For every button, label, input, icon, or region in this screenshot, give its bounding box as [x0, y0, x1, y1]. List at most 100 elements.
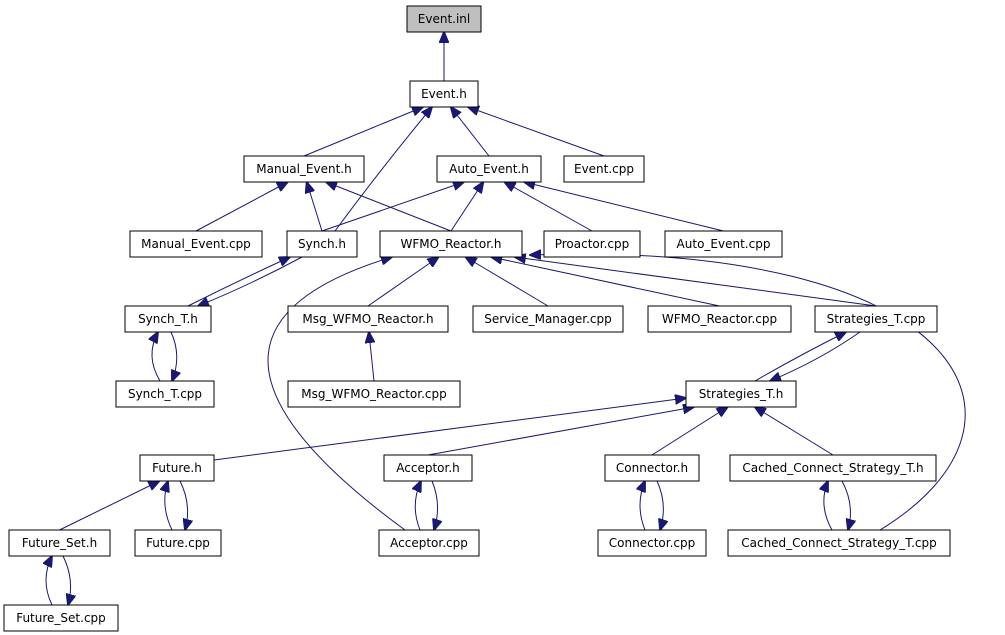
node-msg-wfmo-reactor-cpp[interactable]: Msg_WFMO_Reactor.cpp: [287, 380, 461, 408]
node-synch-t-cpp[interactable]: Synch_T.cpp: [115, 380, 215, 408]
node-label: Synch_T.cpp: [128, 387, 202, 401]
node-label: Connector.h: [616, 461, 688, 475]
node-box: [647, 305, 792, 333]
node-box: [664, 230, 783, 258]
node-label: Future.h: [152, 461, 202, 475]
node-box: [124, 305, 212, 333]
node-label: Connector.cpp: [609, 536, 695, 550]
node-label: Synch_T.h: [138, 312, 198, 326]
node-label: Future_Set.cpp: [16, 611, 106, 625]
node-event-cpp[interactable]: Event.cpp: [563, 155, 645, 183]
node-cached-connect-strategy-t-cpp[interactable]: Cached_Connect_Strategy_T.cpp: [727, 529, 951, 557]
node-label: Synch.h: [298, 237, 346, 251]
node-acceptor-h[interactable]: Acceptor.h: [383, 454, 473, 482]
node-synch-h[interactable]: Synch.h: [286, 230, 358, 258]
node-label: Auto_Event.h: [449, 162, 529, 176]
node-msg-wfmo-reactor-h[interactable]: Msg_WFMO_Reactor.h: [287, 305, 449, 333]
edge-future-h-to-future-cpp: [179, 480, 188, 530]
edge-connector-h-to-connector-cpp: [656, 480, 663, 530]
node-box: [3, 604, 119, 632]
edge-strategies-t-h-to-strategies-t-cpp: [754, 332, 846, 382]
edge-strategies-t-cpp-to-strategies-t-h: [770, 331, 861, 381]
node-service-manager-cpp[interactable]: Service_Manager.cpp: [472, 305, 624, 333]
node-label: Future_Set.h: [22, 536, 97, 550]
node-label: Auto_Event.cpp: [677, 237, 771, 251]
edge-future-h-to-strategies-t-h: [213, 398, 686, 461]
edge-acceptor-h-to-acceptor-cpp: [431, 480, 438, 530]
node-connector-cpp[interactable]: Connector.cpp: [597, 529, 707, 557]
edge-proactor-cpp-to-auto-event-h: [504, 182, 593, 232]
node-box: [436, 155, 542, 183]
node-label: WFMO_Reactor.h: [401, 237, 502, 251]
node-box: [286, 230, 358, 258]
node-connector-h[interactable]: Connector.h: [604, 454, 700, 482]
node-wfmo-reactor-cpp[interactable]: WFMO_Reactor.cpp: [647, 305, 792, 333]
node-future-set-h[interactable]: Future_Set.h: [8, 529, 111, 557]
edge-wfmo-reactor-h-to-auto-event-h: [450, 182, 483, 232]
edge-strategies-t-cpp-to-wfmo-reactor-h: [515, 257, 877, 307]
node-strategies-t-cpp[interactable]: Strategies_T.cpp: [814, 305, 938, 333]
edge-future-set-cpp-to-future-set-h: [46, 556, 52, 606]
edge-auto-event-cpp-to-auto-event-h: [524, 182, 724, 232]
node-box: [115, 380, 215, 408]
edge-cached-connect-strategy-t-cpp-to-wfmo-reactor-h: [530, 254, 966, 531]
node-box: [814, 305, 938, 333]
node-proactor-cpp[interactable]: Proactor.cpp: [543, 230, 641, 258]
node-manual-event-h[interactable]: Manual_Event.h: [243, 155, 365, 183]
node-auto-event-cpp[interactable]: Auto_Event.cpp: [664, 230, 783, 258]
node-box: [134, 529, 222, 557]
edge-synch-h-to-manual-event-h: [307, 182, 323, 232]
node-label: Msg_WFMO_Reactor.cpp: [301, 387, 446, 401]
edge-service-manager-cpp-to-wfmo-reactor-h: [466, 257, 549, 307]
node-event-inl[interactable]: Event.inl: [406, 5, 482, 33]
edges-layer: [46, 32, 966, 606]
edge-acceptor-h-to-strategies-t-h: [427, 407, 694, 456]
node-acceptor-cpp[interactable]: Acceptor.cpp: [378, 529, 480, 557]
edge-connector-cpp-to-connector-h: [640, 481, 645, 531]
node-box: [139, 454, 215, 482]
node-box: [129, 230, 263, 258]
node-future-h[interactable]: Future.h: [139, 454, 215, 482]
node-box: [563, 155, 645, 183]
edge-manual-event-cpp-to-manual-event-h: [195, 182, 288, 232]
node-box: [597, 529, 707, 557]
edge-cached-connect-strategy-t-cpp-to-cached-connect-strategy-t-h: [824, 481, 833, 531]
node-strategies-t-h[interactable]: Strategies_T.h: [685, 380, 797, 408]
edge-synch-t-cpp-to-synch-t-h: [152, 332, 161, 382]
node-manual-event-cpp[interactable]: Manual_Event.cpp: [129, 230, 263, 258]
edge-msg-wfmo-reactor-h-to-wfmo-reactor-h: [367, 257, 439, 307]
node-label: Future.cpp: [146, 536, 210, 550]
node-label: Manual_Event.h: [256, 162, 351, 176]
node-box: [472, 305, 624, 333]
node-box: [287, 380, 461, 408]
edge-future-cpp-to-future-h: [165, 481, 173, 531]
node-event-h[interactable]: Event.h: [409, 80, 479, 108]
node-box: [243, 155, 365, 183]
node-label: Cached_Connect_Strategy_T.h: [742, 461, 923, 475]
node-box: [8, 529, 111, 557]
node-future-set-cpp[interactable]: Future_Set.cpp: [3, 604, 119, 632]
edge-future-set-h-to-future-set-cpp: [62, 555, 71, 605]
node-label: Acceptor.h: [396, 461, 460, 475]
edge-synch-h-to-event-h: [334, 107, 432, 232]
edge-synch-h-to-auto-event-h: [321, 182, 464, 232]
node-label: Event.inl: [418, 12, 470, 26]
node-box: [287, 305, 449, 333]
node-label: Event.cpp: [574, 162, 634, 176]
edge-synch-h-to-synch-t-h: [198, 256, 303, 306]
node-synch-t-h[interactable]: Synch_T.h: [124, 305, 212, 333]
node-box: [379, 230, 523, 258]
node-wfmo-reactor-h[interactable]: WFMO_Reactor.h: [379, 230, 523, 258]
edge-connector-h-to-strategies-t-h: [651, 407, 728, 456]
edge-acceptor-cpp-to-acceptor-h: [415, 481, 421, 531]
node-box: [727, 529, 951, 557]
node-box: [409, 80, 479, 108]
node-future-cpp[interactable]: Future.cpp: [134, 529, 222, 557]
node-box: [383, 454, 473, 482]
node-box: [685, 380, 797, 408]
edge-event-cpp-to-event-h: [468, 107, 605, 157]
node-auto-event-h[interactable]: Auto_Event.h: [436, 155, 542, 183]
node-cached-connect-strategy-t-h[interactable]: Cached_Connect_Strategy_T.h: [729, 454, 937, 482]
